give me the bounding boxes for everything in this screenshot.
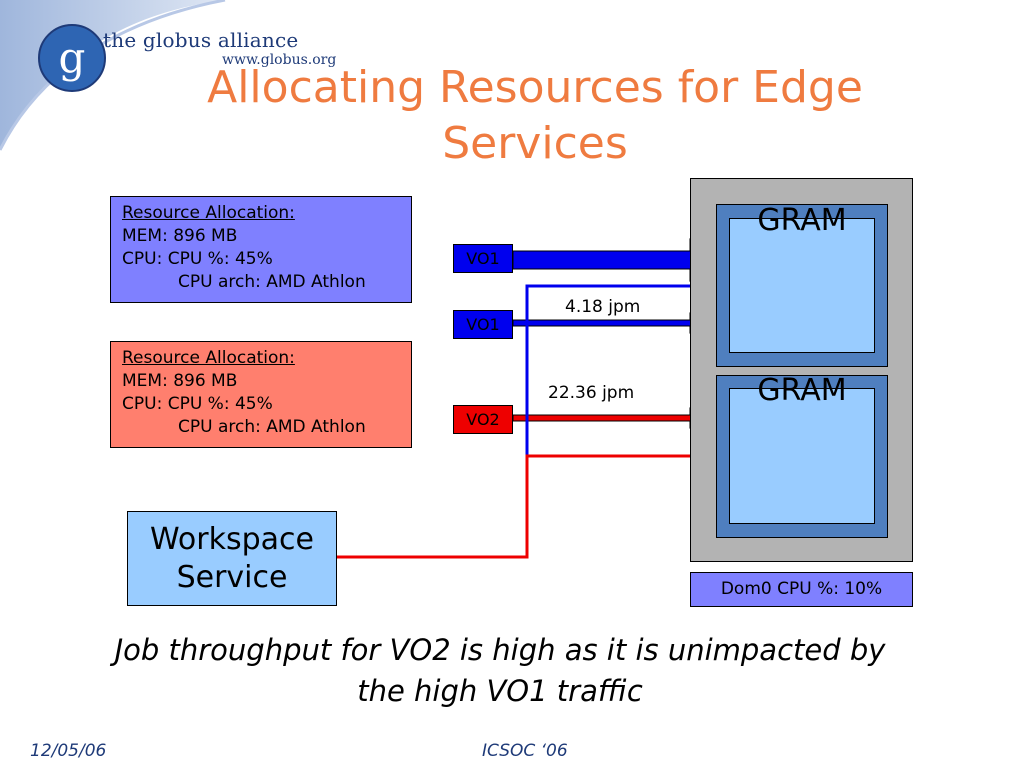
workspace-service: Workspace Service (127, 511, 337, 606)
vo2-throughput: 22.36 jpm (548, 383, 635, 403)
gram-label: GRAM (757, 373, 847, 408)
allocation-arch: CPU arch: AMD Athlon (178, 417, 366, 437)
allocation-cpu: CPU: CPU %: 45% (122, 249, 273, 269)
dom0-cpu-label: Dom0 CPU %: 10% (690, 572, 913, 607)
resource-allocation-vo1: Resource Allocation: MEM: 896 MB CPU: CP… (110, 196, 412, 303)
vo2-label: VO2 (453, 405, 513, 434)
vo1-throughput: 4.18 jpm (565, 297, 641, 317)
gram-label: GRAM (757, 203, 847, 238)
brand-name: the globus alliance (103, 28, 299, 52)
globus-logo-icon: g (38, 24, 106, 92)
workspace-line-1: Workspace (150, 522, 314, 557)
gram-service-2: GRAM (729, 373, 875, 524)
allocation-header: Resource Allocation: (122, 348, 295, 368)
footer-conference: ICSOC ‘06 (482, 741, 568, 761)
allocation-header: Resource Allocation: (122, 203, 295, 223)
resource-allocation-vo2: Resource Allocation: MEM: 896 MB CPU: CP… (110, 341, 412, 448)
vo1-label: VO1 (453, 310, 513, 339)
vo1-label-heavy: VO1 (453, 244, 513, 273)
logo-letter: g (59, 33, 86, 82)
allocation-arch: CPU arch: AMD Athlon (178, 272, 366, 292)
brand-url: www.globus.org (222, 52, 337, 68)
control-line-red (337, 456, 714, 559)
workspace-line-2: Service (176, 560, 288, 595)
footer-date: 12/05/06 (30, 741, 107, 761)
allocation-mem: MEM: 896 MB (122, 371, 238, 391)
gram-service-1: GRAM (729, 203, 875, 353)
allocation-mem: MEM: 896 MB (122, 226, 238, 246)
allocation-cpu: CPU: CPU %: 45% (122, 394, 273, 414)
slide-title: Allocating Resources for Edge Services (207, 62, 863, 169)
slide-caption: Job throughput for VO2 is high as it is … (114, 633, 886, 708)
